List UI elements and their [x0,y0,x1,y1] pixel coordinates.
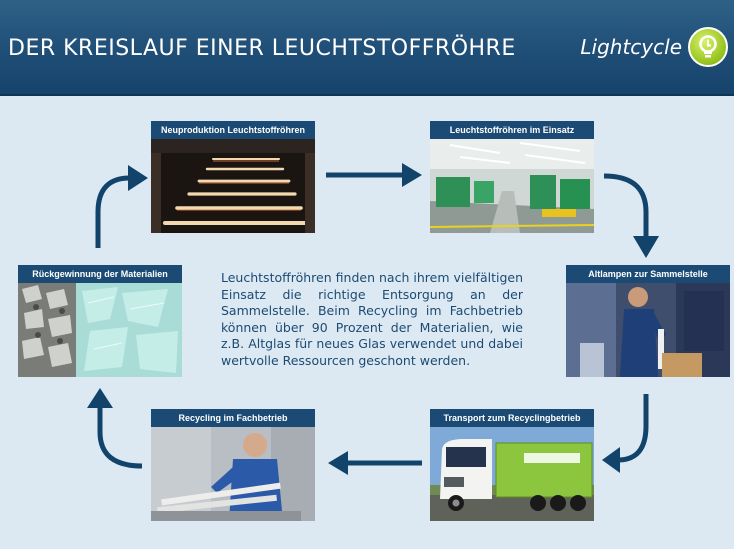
step-label: Recycling im Fachbetrieb [151,409,315,427]
factory-hall-photo [430,139,594,233]
step-recycling: Recycling im Fachbetrieb [151,409,315,521]
step-neuproduktion: Neuproduktion Leuchtstoffröhren [151,121,315,233]
arrow-left-icon [328,451,422,475]
recovered-materials-photo [18,283,182,377]
arrow-curve-up-left-icon [87,388,143,469]
arrow-curve-down-right-icon [603,173,659,258]
step-label: Neuproduktion Leuchtstoffröhren [151,121,315,139]
arrow-curve-down-left-icon [602,394,649,473]
step-label: Transport zum Recyclingbetrieb [430,409,594,427]
step-transport: Transport zum Recyclingbetrieb [430,409,594,521]
tube-production-photo [151,139,315,233]
cycle-description: Leuchtstoffröhren finden nach ihrem viel… [221,270,523,368]
page-title: DER KREISLAUF EINER LEUCHTSTOFFRÖHRE [8,36,516,61]
cycle-diagram: Neuproduktion Leuchtstoffröhren Leuchts [0,96,734,549]
lightbulb-icon [688,27,728,67]
step-rueckgewinnung: Rückgewinnung der Materialien [18,265,182,377]
step-label: Rückgewinnung der Materialien [18,265,182,283]
header-banner: DER KREISLAUF EINER LEUCHTSTOFFRÖHRE Lig… [0,0,734,96]
arrow-curve-up-right-icon [95,165,148,248]
arrow-right-icon [326,163,422,187]
step-im-einsatz: Leuchtstoffröhren im Einsatz [430,121,594,233]
step-sammelstelle: Altlampen zur Sammelstelle [566,265,730,377]
lightcycle-logo: Lightcycle [580,26,728,68]
step-label: Leuchtstoffröhren im Einsatz [430,121,594,139]
worker-collecting-photo [566,283,730,377]
worker-sorting-photo [151,427,315,521]
step-label: Altlampen zur Sammelstelle [566,265,730,283]
recycling-truck-photo [430,427,594,521]
logo-text: Lightcycle [580,35,682,59]
